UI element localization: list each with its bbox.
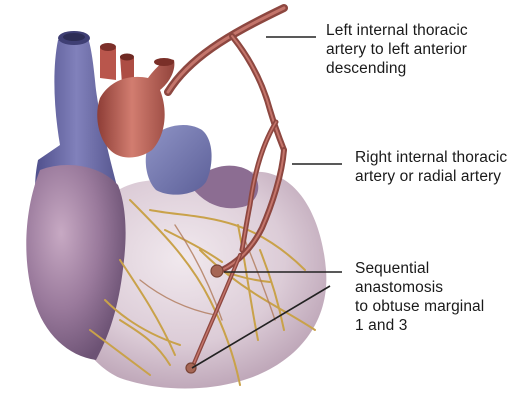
label-left-internal-thoracic-artery: Left internal thoracic artery to left an… — [326, 21, 516, 78]
label-right-internal-thoracic-artery: Right internal thoracic artery or radial… — [355, 148, 520, 186]
label-sequential-anastomosis: Sequential anastomosis to obtuse margina… — [355, 259, 520, 335]
